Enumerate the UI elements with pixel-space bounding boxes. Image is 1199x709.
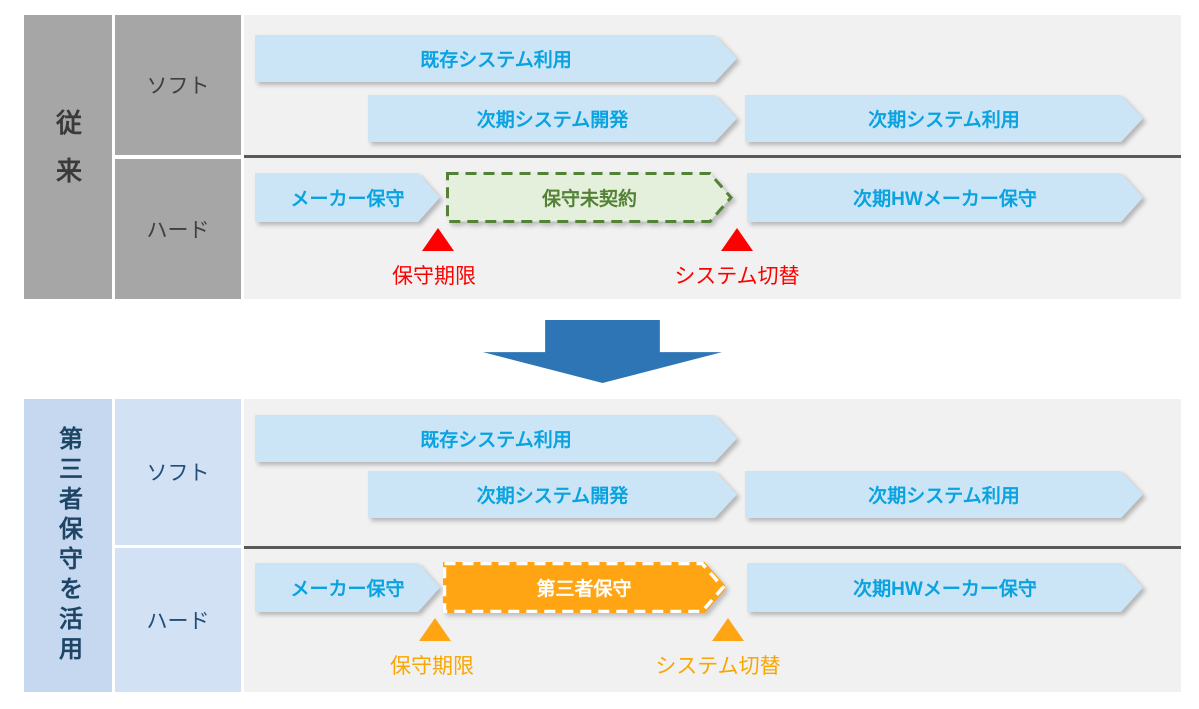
traditional-row-divider [244, 155, 1181, 158]
traditional-next-dev-label: 次期システム開発 [476, 110, 629, 131]
traditional-gap-label: 保守未契約 [541, 189, 637, 210]
thirdparty-deadline-marker-icon [419, 618, 451, 641]
traditional-soft-row-box: ソフト [115, 15, 241, 155]
transition-down-arrow-icon [483, 320, 722, 383]
thirdparty-next-hw-arrow: 次期HWメーカー保守 [747, 563, 1143, 612]
traditional-next-use-arrow: 次期システム利用 [745, 95, 1143, 142]
thirdparty-gap-box: 第三者保守 [443, 562, 725, 613]
traditional-existing-use-arrow: 既存システム利用 [255, 35, 737, 82]
thirdparty-next-hw-label: 次期HWメーカー保守 [853, 579, 1037, 600]
thirdparty-soft-row-label: ソフト [146, 462, 210, 485]
switch-marker-label: システム切替 [674, 265, 800, 288]
traditional-next-use-label: 次期システム利用 [868, 110, 1020, 131]
traditional-hard-row-label: ハード [146, 219, 210, 242]
traditional-soft-row-label: ソフト [146, 75, 210, 98]
thirdparty-hard-row-box: ハード [115, 548, 241, 692]
deadline-marker-icon [422, 228, 454, 251]
thirdparty-next-use-label: 次期システム利用 [868, 486, 1020, 507]
traditional-side-box: 従来 [24, 15, 112, 299]
thirdparty-side-label: 第三者保守を活用 [54, 425, 82, 666]
thirdparty-gap-label: 第三者保守 [536, 579, 632, 600]
thirdparty-maker-maint-label: メーカー保守 [290, 579, 405, 600]
traditional-content-panel: 既存システム利用 次期システム開発 次期システム利用 メーカー保守 保守未契約 … [244, 15, 1181, 299]
thirdparty-deadline-marker-label: 保守期限 [390, 655, 474, 678]
traditional-existing-use-label: 既存システム利用 [420, 50, 572, 71]
traditional-next-hw-arrow: 次期HWメーカー保守 [747, 173, 1143, 222]
thirdparty-maker-maint-arrow: メーカー保守 [255, 563, 440, 612]
traditional-maker-maint-label: メーカー保守 [290, 189, 405, 210]
thirdparty-existing-use-label: 既存システム利用 [420, 430, 572, 451]
thirdparty-soft-row-box: ソフト [115, 399, 241, 545]
thirdparty-content-panel: 既存システム利用 次期システム開発 次期システム利用 メーカー保守 第三者保守 … [244, 399, 1181, 692]
traditional-next-hw-label: 次期HWメーカー保守 [853, 189, 1037, 210]
traditional-hard-row-box: ハード [115, 159, 241, 299]
thirdparty-next-use-arrow: 次期システム利用 [745, 471, 1143, 518]
thirdparty-hard-row-label: ハード [146, 610, 210, 633]
traditional-side-label: 従来 [52, 109, 83, 205]
thirdparty-existing-use-arrow: 既存システム利用 [255, 415, 737, 462]
thirdparty-switch-marker-label: システム切替 [655, 655, 781, 678]
traditional-maker-maint-arrow: メーカー保守 [255, 173, 440, 222]
traditional-gap-box: 保守未契約 [446, 172, 733, 223]
thirdparty-row-divider [244, 546, 1181, 549]
traditional-next-dev-arrow: 次期システム開発 [368, 95, 737, 142]
orange-dashed-pentagon-icon [443, 562, 725, 613]
thirdparty-side-box: 第三者保守を活用 [24, 399, 112, 692]
deadline-marker-label: 保守期限 [392, 265, 476, 288]
thirdparty-switch-marker-icon [712, 618, 744, 641]
dashed-pentagon-icon [446, 172, 733, 223]
switch-marker-icon [721, 228, 753, 251]
thirdparty-next-dev-label: 次期システム開発 [476, 486, 629, 507]
thirdparty-next-dev-arrow: 次期システム開発 [368, 471, 737, 518]
